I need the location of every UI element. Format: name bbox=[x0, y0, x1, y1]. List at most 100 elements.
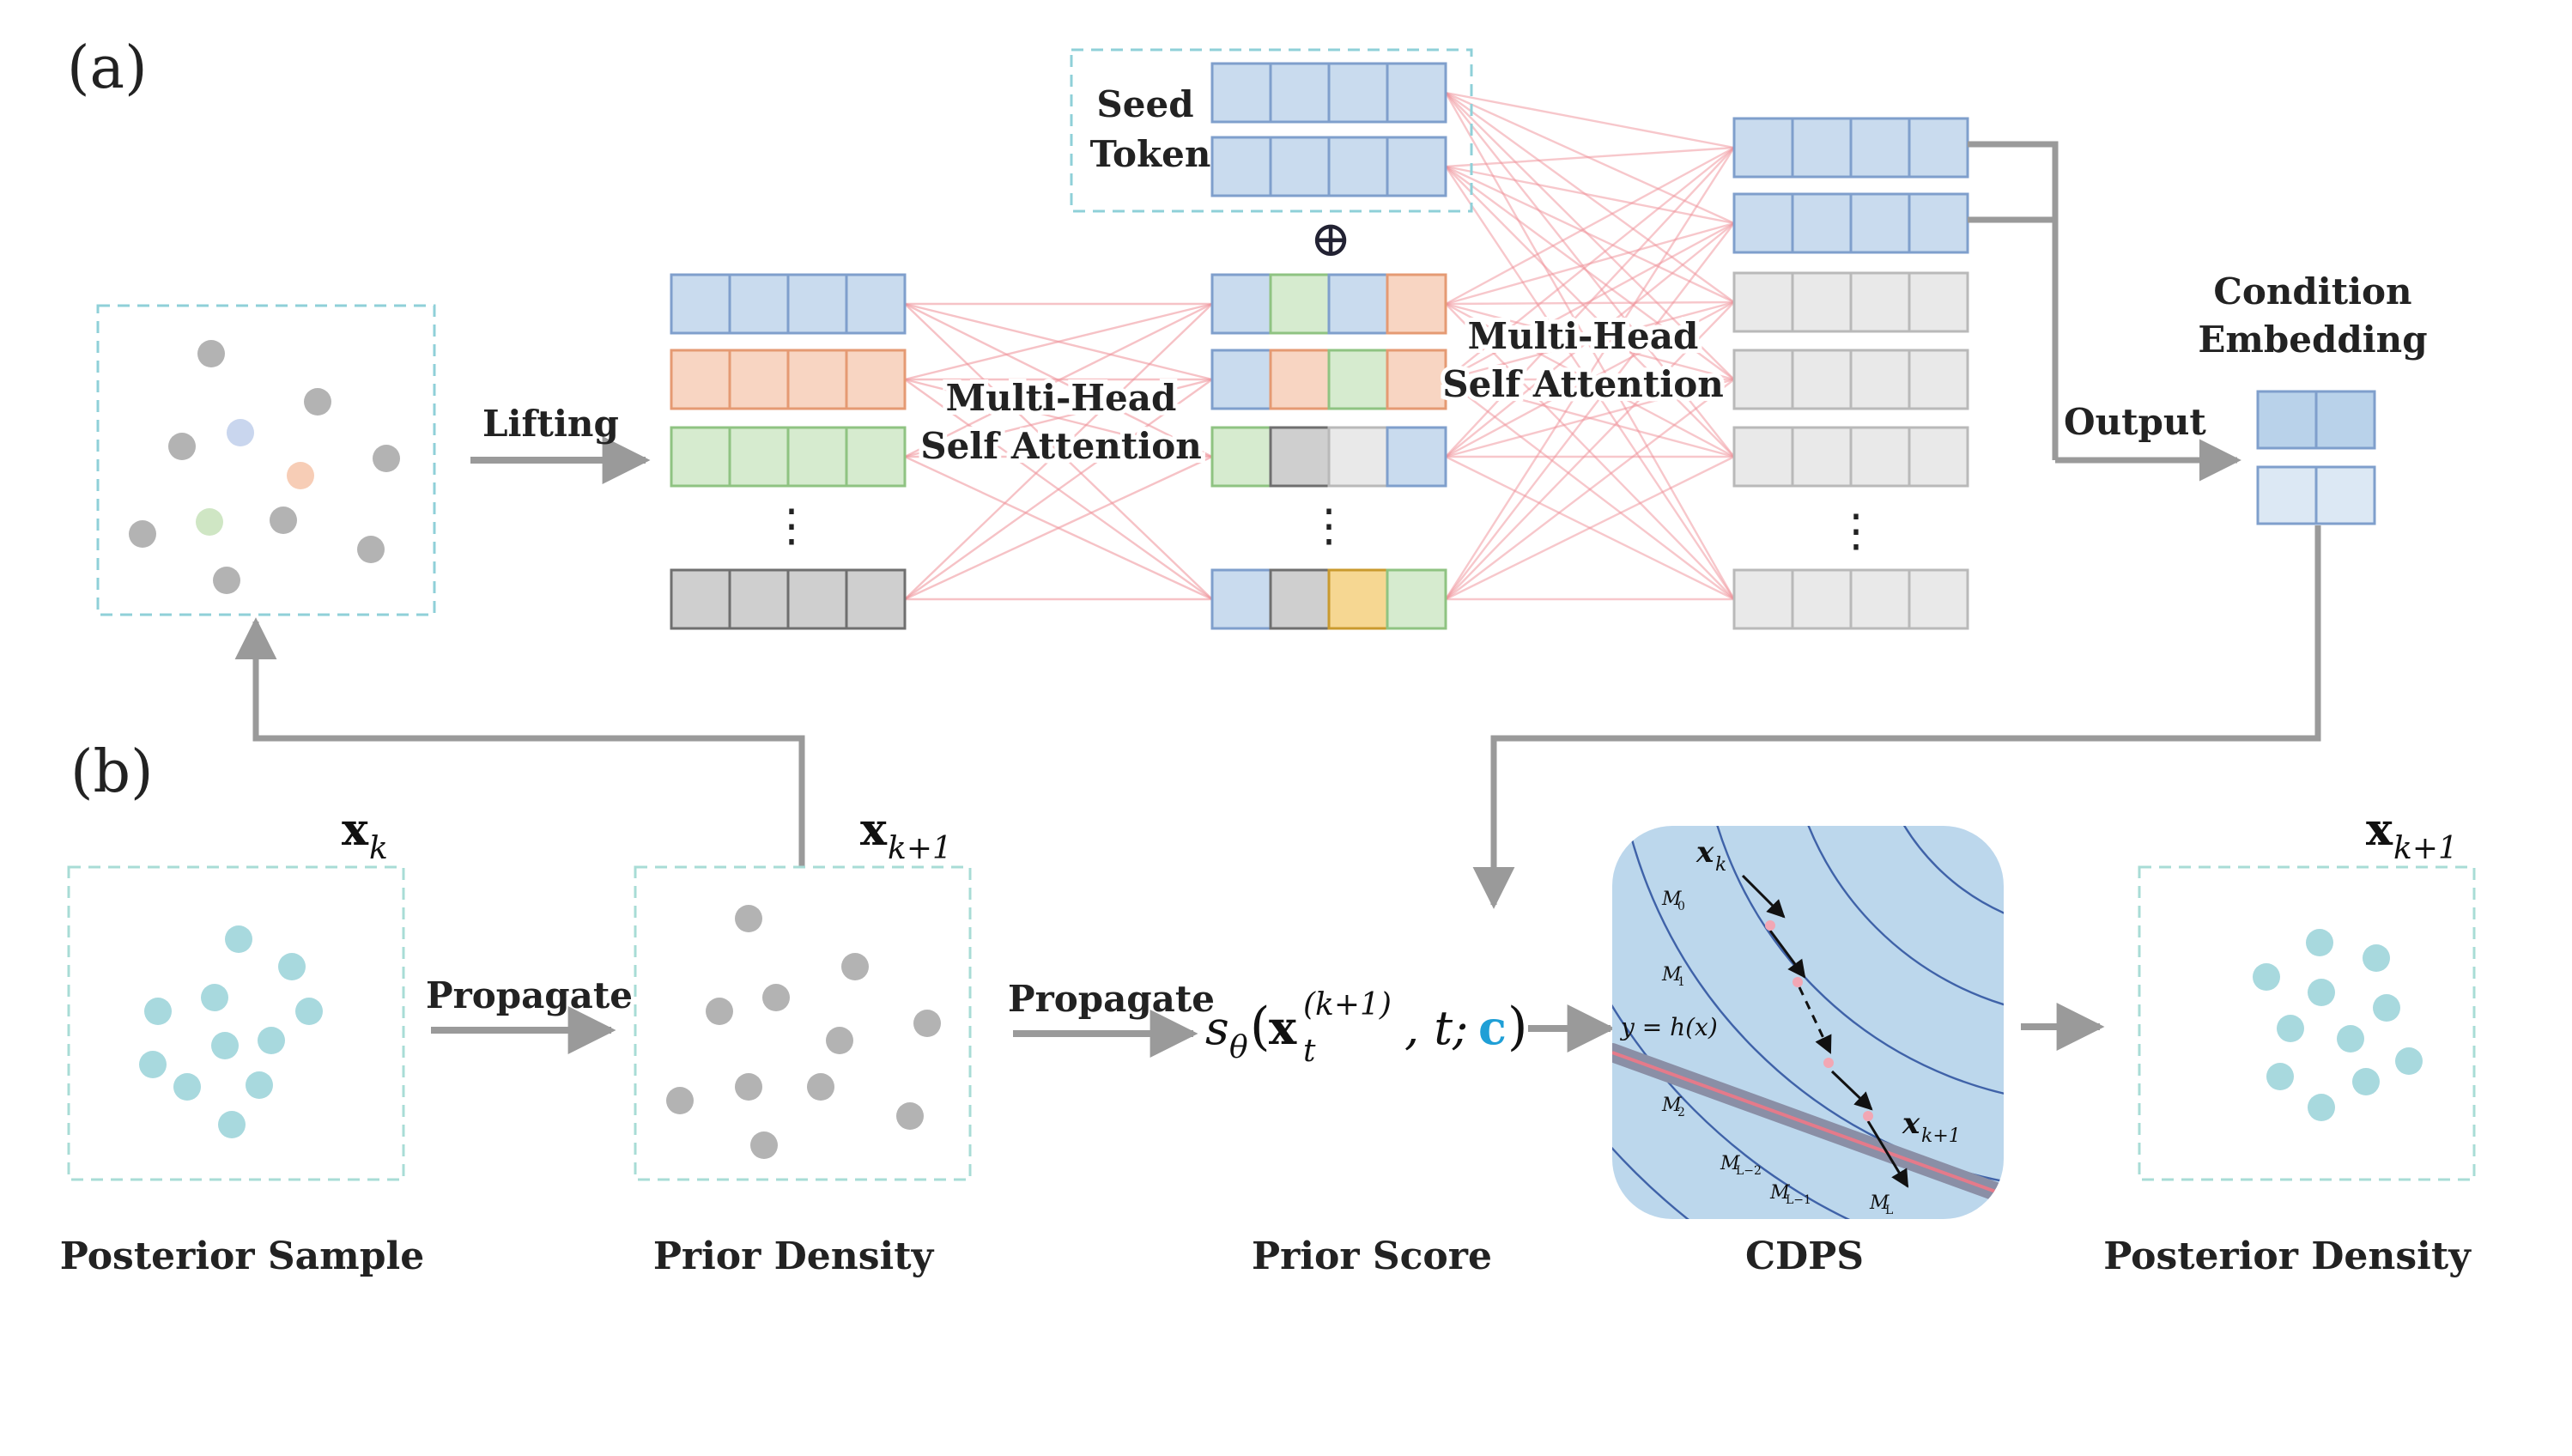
caption-posterior-density: Posterior Density bbox=[2103, 1235, 2472, 1278]
svg-text:0: 0 bbox=[1677, 900, 1685, 913]
xk1-posterior-label: x k+1 bbox=[2366, 804, 2458, 866]
posterior-density-point bbox=[2363, 944, 2390, 972]
posterior-sample-point bbox=[144, 998, 172, 1025]
svg-text:k+1: k+1 bbox=[888, 831, 952, 866]
svg-text:y = h(x): y = h(x) bbox=[1619, 1013, 1718, 1041]
posterior-density-point bbox=[2373, 994, 2400, 1022]
posterior-density-point bbox=[2308, 1094, 2335, 1121]
output-connector bbox=[1968, 141, 2241, 482]
token-rows bbox=[670, 62, 1969, 630]
vdots-3: ⋮ bbox=[1834, 506, 1878, 557]
posterior-sample-point bbox=[139, 1051, 167, 1078]
posterior-density-point bbox=[2337, 1025, 2364, 1053]
input-point-cloud bbox=[96, 304, 436, 616]
prior-density-point bbox=[750, 1131, 778, 1159]
posterior-sample-point bbox=[278, 953, 306, 980]
lifted-token-row bbox=[670, 568, 907, 630]
xk-label: x k bbox=[342, 804, 388, 866]
svg-text:x: x bbox=[1269, 1000, 1297, 1055]
posterior-sample-point bbox=[295, 998, 323, 1025]
xk1-label: x k+1 bbox=[860, 804, 952, 866]
svg-text:k: k bbox=[369, 831, 388, 866]
input-point bbox=[357, 536, 385, 563]
lifted-token-row bbox=[670, 426, 907, 488]
caption-prior-density: Prior Density bbox=[653, 1235, 935, 1278]
mhsa-label-2: Multi-Head Self Attention bbox=[1438, 311, 1728, 410]
svg-text:M: M bbox=[1661, 964, 1682, 986]
svg-text:M: M bbox=[1869, 1192, 1890, 1214]
lifted-token-row bbox=[670, 273, 907, 335]
output-token-row bbox=[1732, 192, 1969, 254]
input-point bbox=[197, 340, 225, 367]
combined-token-row bbox=[1210, 349, 1447, 410]
posterior-sample-point bbox=[201, 984, 228, 1011]
svg-text:c: c bbox=[1478, 1000, 1507, 1055]
input-point bbox=[287, 462, 314, 489]
output-label: Output bbox=[2064, 401, 2206, 443]
posterior-sample-point bbox=[173, 1073, 201, 1101]
svg-text:1: 1 bbox=[1677, 975, 1685, 989]
discarded-token-row bbox=[1732, 271, 1969, 333]
prior-density-point bbox=[735, 1073, 762, 1101]
svg-text:L−2: L−2 bbox=[1736, 1164, 1762, 1178]
concat-oplus-icon: ⊕ bbox=[1310, 209, 1352, 268]
svg-text:): ) bbox=[1507, 997, 1527, 1057]
seed-token-label-line1: Seed bbox=[1096, 83, 1193, 125]
posterior-sample-point bbox=[211, 1032, 239, 1059]
condition-embedding bbox=[2256, 390, 2376, 525]
caption-cdps: CDPS bbox=[1745, 1235, 1864, 1278]
condition-feedback-arrow bbox=[1472, 525, 2321, 909]
propagate-label-1: Propagate bbox=[426, 974, 633, 1016]
discarded-token-row bbox=[1732, 349, 1969, 410]
svg-text:x: x bbox=[1902, 1107, 1920, 1141]
svg-text:Multi-Head: Multi-Head bbox=[1468, 315, 1699, 357]
panel-a-label: (a) bbox=[67, 34, 148, 102]
svg-text:x: x bbox=[860, 804, 888, 856]
combined-token-row bbox=[1210, 426, 1447, 488]
prior-density-point bbox=[735, 905, 762, 932]
prior-density-point bbox=[826, 1027, 853, 1054]
svg-text:Self Attention: Self Attention bbox=[1442, 363, 1724, 405]
input-point bbox=[270, 507, 297, 534]
prior-density-point bbox=[807, 1073, 834, 1101]
panel-b-label: (b) bbox=[70, 738, 154, 806]
svg-text:2: 2 bbox=[1677, 1106, 1685, 1119]
discarded-token-row bbox=[1732, 426, 1969, 488]
svg-text:Multi-Head: Multi-Head bbox=[946, 377, 1177, 419]
svg-text:L−1: L−1 bbox=[1786, 1193, 1811, 1207]
prior-density-point bbox=[666, 1087, 694, 1114]
input-point bbox=[196, 508, 223, 536]
posterior-sample-point bbox=[246, 1071, 273, 1099]
combined-token-row bbox=[1210, 568, 1447, 630]
svg-text:θ: θ bbox=[1229, 1030, 1248, 1065]
svg-text:L: L bbox=[1885, 1204, 1893, 1217]
input-point bbox=[213, 567, 240, 594]
vdots-2: ⋮ bbox=[1307, 500, 1351, 552]
svg-text:Self Attention: Self Attention bbox=[920, 425, 1202, 467]
input-point bbox=[304, 388, 331, 416]
input-point bbox=[129, 520, 156, 548]
seed-token-row bbox=[1210, 62, 1447, 124]
prior-density-point bbox=[841, 953, 869, 980]
svg-text:M: M bbox=[1769, 1182, 1790, 1204]
posterior-density-box bbox=[2138, 865, 2476, 1181]
posterior-density-point bbox=[2253, 963, 2280, 991]
seed-token-box bbox=[1070, 48, 1473, 213]
prior-density-point bbox=[762, 984, 790, 1011]
input-point bbox=[227, 419, 254, 446]
attention-connections bbox=[904, 91, 1736, 601]
svg-text:s: s bbox=[1205, 1001, 1229, 1055]
prior-density-box bbox=[634, 865, 972, 1181]
combined-token-row bbox=[1210, 273, 1447, 335]
prior-density-point bbox=[913, 1010, 941, 1037]
svg-text:x: x bbox=[1695, 835, 1714, 870]
output-token-row bbox=[1732, 117, 1969, 179]
posterior-sample-point bbox=[258, 1027, 285, 1054]
condition-embedding-label-line2: Embedding bbox=[2198, 318, 2427, 361]
posterior-density-point bbox=[2306, 929, 2333, 956]
posterior-density-point bbox=[2352, 1068, 2380, 1095]
svg-text:, t;: , t; bbox=[1404, 1001, 1468, 1055]
svg-text:(k+1): (k+1) bbox=[1303, 987, 1392, 1022]
propagate-label-2: Propagate bbox=[1008, 978, 1215, 1020]
